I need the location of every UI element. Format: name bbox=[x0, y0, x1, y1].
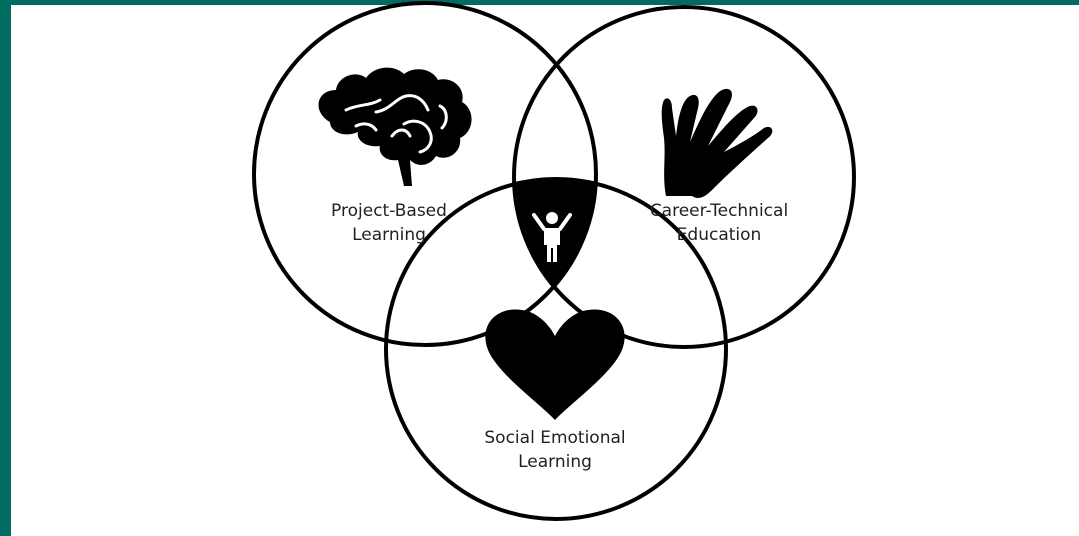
label-social-emotional-learning-line1: Social Emotional bbox=[484, 428, 625, 448]
label-social-emotional-learning-line2: Learning bbox=[518, 452, 592, 472]
person-icon bbox=[532, 212, 572, 262]
heart-icon bbox=[485, 309, 625, 420]
circle-career-technical-education bbox=[512, 5, 856, 349]
label-project-based-learning-line1: Project-Based bbox=[331, 201, 447, 221]
brain-icon bbox=[318, 67, 472, 186]
label-project-based-learning-line2: Learning bbox=[352, 225, 426, 245]
label-career-technical-education-line1: Career-Technical bbox=[650, 201, 788, 221]
label-career-technical-education-line2: Education bbox=[677, 225, 762, 245]
circle-project-based-learning bbox=[252, 1, 598, 347]
frame-top-border bbox=[0, 0, 1079, 5]
circle-social-emotional-learning bbox=[384, 177, 728, 521]
hand-icon bbox=[661, 88, 773, 198]
frame-left-border bbox=[0, 0, 11, 536]
